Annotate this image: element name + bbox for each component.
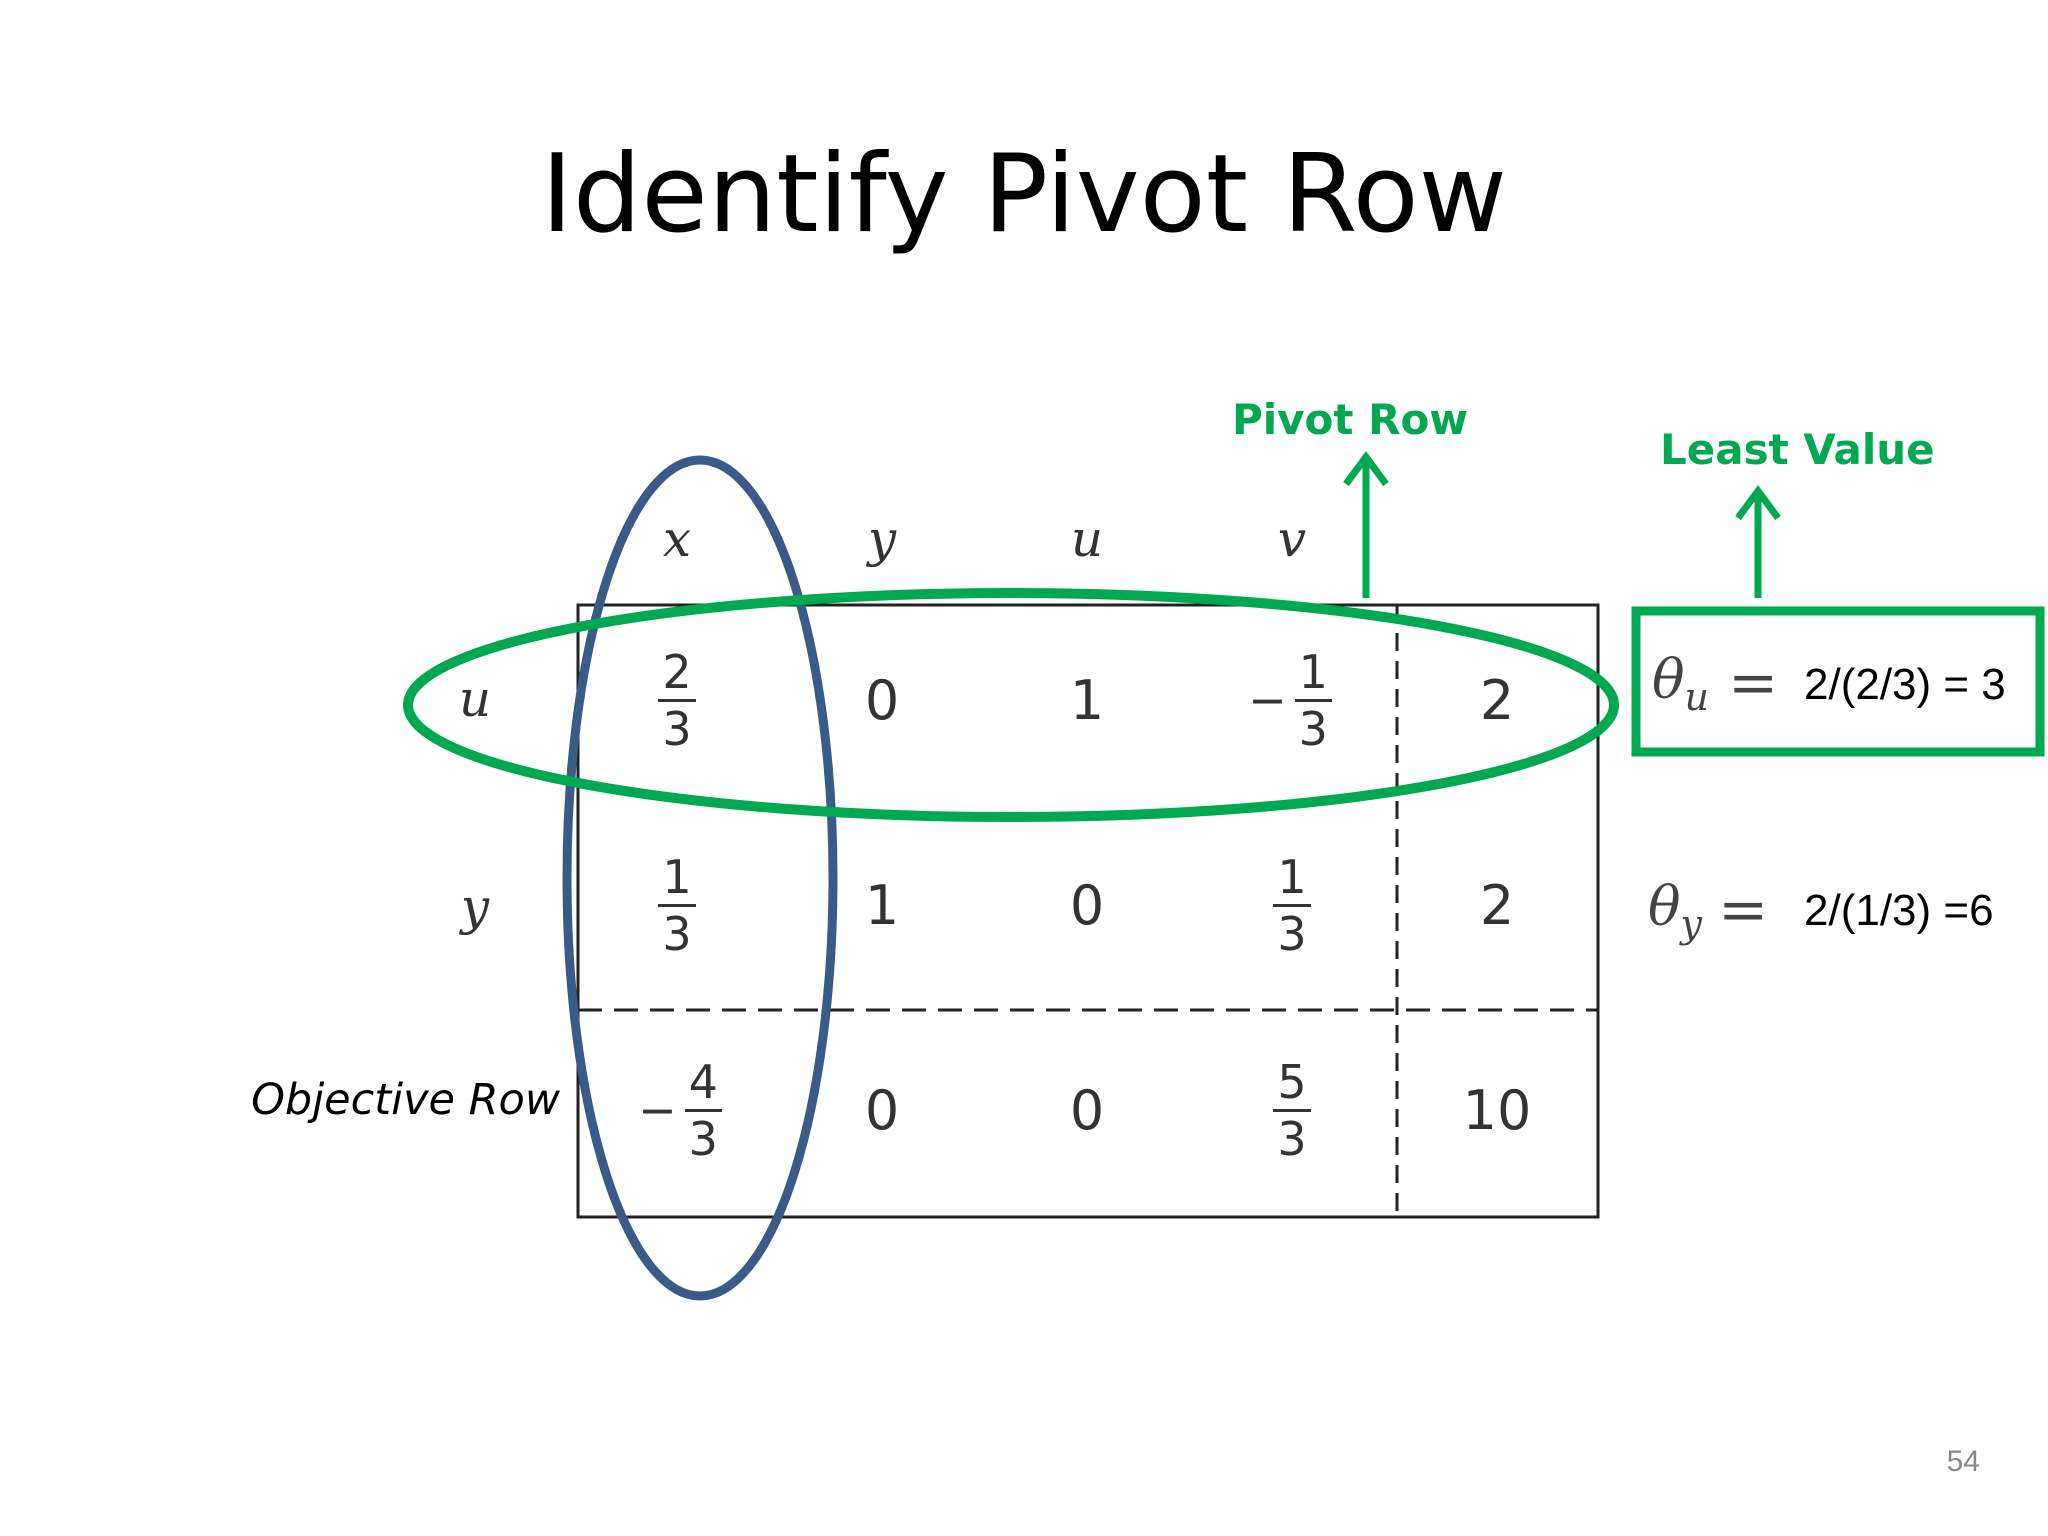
least-value-box [1631,606,2045,757]
cell-u-rhs: 2 [1479,668,1515,732]
pivot-row-arrowhead [1343,451,1389,487]
pivot-row-ellipse [403,588,1619,822]
col-header-u: u [1070,510,1104,568]
ratio-y: 2/(1/3) =6 [1804,886,1994,935]
pivot-column-ellipse [562,455,838,1301]
cell-obj-y: 0 [864,1078,900,1142]
cell-y-u: 0 [1069,873,1105,937]
minus-sign: − [638,1083,677,1137]
cell-u-y: 0 [864,668,900,732]
col-header-y: y [867,510,897,568]
least-value-annotation: Least Value [1660,425,1935,474]
theta-u: θu [1652,648,1709,719]
cell-u-u: 1 [1069,668,1105,732]
pivot-row-annotation: Pivot Row [1232,395,1469,444]
cell-y-rhs: 2 [1479,873,1515,937]
ratio-u: 2/(2/3) = 3 [1804,660,2006,709]
cell-obj-u: 0 [1069,1078,1105,1142]
cell-y-y: 1 [864,873,900,937]
row-header-y: y [460,878,490,936]
row-header-u: u [458,670,492,728]
page-number: 54 [1946,1445,1980,1478]
equals-sign: = [1728,648,1779,718]
col-header-x: x [662,510,692,568]
minus-sign: − [1248,673,1287,727]
theta-y: θy [1648,875,1702,946]
cell-obj-rhs: 10 [1462,1078,1532,1142]
least-value-arrowhead [1735,485,1781,521]
col-header-v: v [1277,510,1307,568]
equals-sign: = [1718,875,1769,945]
slide-title: Identify Pivot Row [540,132,1508,257]
objective-row-label: Objective Row [251,1075,560,1125]
